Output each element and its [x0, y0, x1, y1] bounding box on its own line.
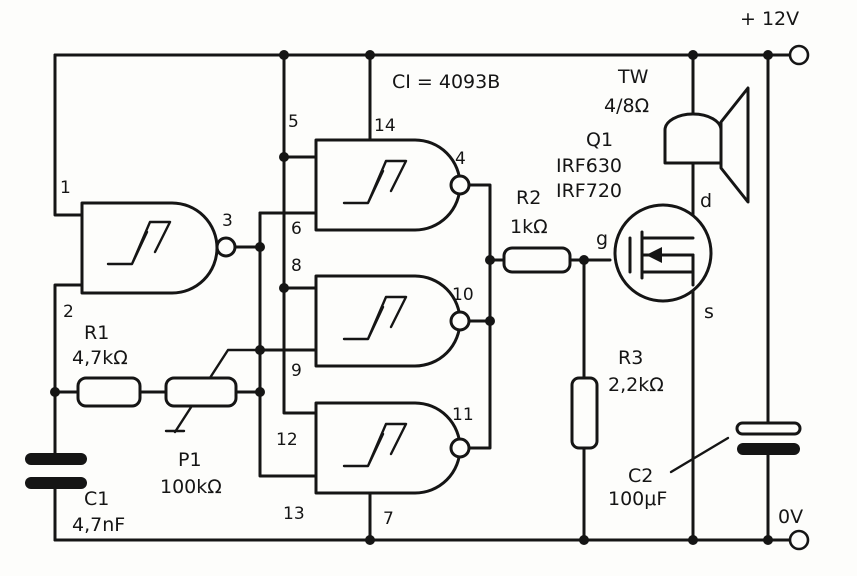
- pin-1-label: 1: [60, 178, 71, 198]
- junction-dot: [50, 387, 60, 397]
- junction-dot: [763, 535, 773, 545]
- schmitt-symbol: [342, 422, 408, 468]
- nand-gate-3: [314, 274, 471, 368]
- schmitt-symbol: [106, 220, 172, 266]
- tw-name-label: TW: [617, 66, 649, 88]
- r2-value-label: 1kΩ: [510, 216, 548, 238]
- junction-dot: [763, 50, 773, 60]
- resistor-r1: [76, 376, 142, 408]
- junction-dot: [579, 535, 589, 545]
- nand-gate-2: [314, 138, 471, 232]
- terminal-plus-12v: [788, 44, 810, 66]
- junction-dot: [255, 345, 265, 355]
- mosfet-q1: [613, 203, 713, 303]
- pin-8-label: 8: [291, 256, 302, 276]
- c2-value-label: 100μF: [608, 488, 667, 510]
- junction-dot: [279, 50, 289, 60]
- junction-dot: [485, 255, 495, 265]
- junction-dot: [688, 535, 698, 545]
- speaker-icon: [663, 86, 750, 204]
- wiring: [53, 53, 798, 542]
- c1-name-label: C1: [84, 488, 109, 510]
- r3-value-label: 2,2kΩ: [608, 374, 664, 396]
- r3-name-label: R3: [618, 347, 643, 369]
- r1-name-label: R1: [84, 322, 109, 344]
- q1-source-label: s: [704, 301, 714, 323]
- junction-dot: [255, 242, 265, 252]
- r2-name-label: R2: [516, 187, 541, 209]
- ground-label: 0V: [778, 506, 803, 528]
- terminal-ground: [788, 529, 810, 551]
- pin-7-label: 7: [383, 509, 394, 529]
- c1-value-label: 4,7nF: [72, 514, 125, 536]
- pin-3-label: 3: [222, 211, 233, 231]
- junction-dots: [50, 50, 773, 545]
- pin-11-label: 11: [452, 405, 474, 425]
- junction-dot: [688, 50, 698, 60]
- junction-dot: [365, 50, 375, 60]
- junction-dot: [365, 535, 375, 545]
- ic-label: CI = 4093B: [392, 71, 500, 93]
- supply-voltage-label: + 12V: [740, 8, 799, 30]
- p1-value-label: 100kΩ: [160, 476, 222, 498]
- resistor-r3: [570, 376, 599, 450]
- nand-gate-1: [80, 201, 237, 295]
- capacitor-c2: [735, 421, 802, 455]
- tw-value-label: 4/8Ω: [604, 95, 649, 117]
- junction-dot: [255, 387, 265, 397]
- resistor-r2: [502, 246, 572, 274]
- pin-5-label: 5: [288, 112, 299, 132]
- p1-name-label: P1: [178, 449, 202, 471]
- pin-10-label: 10: [452, 285, 474, 305]
- pin-13-label: 13: [283, 504, 305, 524]
- junction-dot: [485, 316, 495, 326]
- schmitt-symbol: [342, 295, 408, 341]
- q1-part1-label: IRF630: [556, 155, 622, 177]
- schmitt-symbol: [342, 159, 408, 205]
- q1-gate-label: g: [596, 228, 608, 250]
- potentiometer-p1: [164, 376, 238, 408]
- pin-6-label: 6: [291, 219, 302, 239]
- pin-12-label: 12: [276, 430, 298, 450]
- r1-value-label: 4,7kΩ: [72, 347, 128, 369]
- pin-2-label: 2: [63, 302, 74, 322]
- q1-name-label: Q1: [586, 129, 613, 151]
- junction-dot: [279, 283, 289, 293]
- pin-4-label: 4: [455, 149, 466, 169]
- q1-part2-label: IRF720: [556, 180, 622, 202]
- junction-dot: [279, 152, 289, 162]
- junction-dot: [579, 255, 589, 265]
- pin-14-label: 14: [374, 116, 396, 136]
- pin-9-label: 9: [291, 361, 302, 381]
- nand-gate-4: [314, 401, 471, 495]
- capacitor-c1: [25, 453, 87, 489]
- c2-name-label: C2: [628, 465, 653, 487]
- q1-drain-label: d: [700, 190, 712, 212]
